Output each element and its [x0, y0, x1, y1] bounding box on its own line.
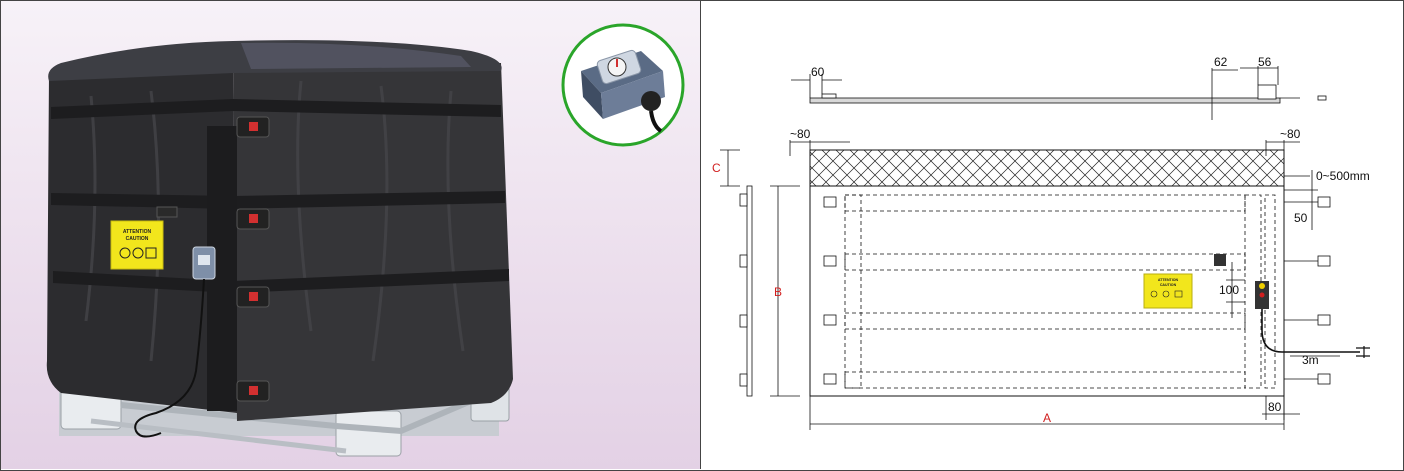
dim-spacing: 100 [1219, 283, 1239, 297]
technical-drawing-panel: 60 62 56 ~80 ~80 C [701, 1, 1403, 469]
dim-top-mid: 62 [1214, 55, 1228, 69]
sensor [1214, 254, 1226, 266]
grommets [823, 196, 1331, 385]
drawing-label-line2: CAUTION [1160, 283, 1177, 287]
heater-circuits [844, 194, 1276, 389]
horizontal-straps [51, 99, 509, 293]
dim-top-left: 60 [811, 65, 825, 79]
buckles [236, 116, 270, 402]
label-c: C [712, 161, 721, 175]
dim-cable: 3m [1302, 353, 1319, 367]
drawing-warning-label: ATTENTION CAUTION [1143, 273, 1193, 309]
side-view [791, 66, 1327, 120]
technical-drawing: 60 62 56 ~80 ~80 C [712, 55, 1370, 430]
flap-hatch [809, 149, 1285, 187]
edge-view [739, 185, 800, 397]
label-a: A [1043, 411, 1051, 425]
dim-overlap-left: ~80 [790, 127, 811, 141]
thermostat-inset [561, 23, 685, 147]
product-photo-panel: ATTENTION CAUTION [1, 1, 701, 469]
dim-top-right: 56 [1258, 55, 1272, 69]
heater-panel [809, 185, 1285, 397]
dim-c [720, 149, 740, 187]
dim-bottom-right: 80 [1268, 400, 1282, 414]
dim-edge: 50 [1294, 211, 1308, 225]
dim-overlap-right: ~80 [1280, 127, 1301, 141]
dim-a [809, 396, 1285, 430]
ibc-heater-jacket-photo: ATTENTION CAUTION [46, 23, 685, 457]
dim-gap: 0~500mm [1316, 169, 1370, 183]
label-b: B [774, 285, 782, 299]
warning-label-line2: CAUTION [126, 236, 149, 242]
cover-right-face [233, 59, 513, 421]
warning-label-line1: ATTENTION [123, 229, 152, 235]
drawing-thermostat [1255, 281, 1370, 358]
drawing-label-line1: ATTENTION [1158, 278, 1179, 282]
warning-label: ATTENTION CAUTION [110, 220, 164, 270]
power-cable [134, 278, 205, 438]
